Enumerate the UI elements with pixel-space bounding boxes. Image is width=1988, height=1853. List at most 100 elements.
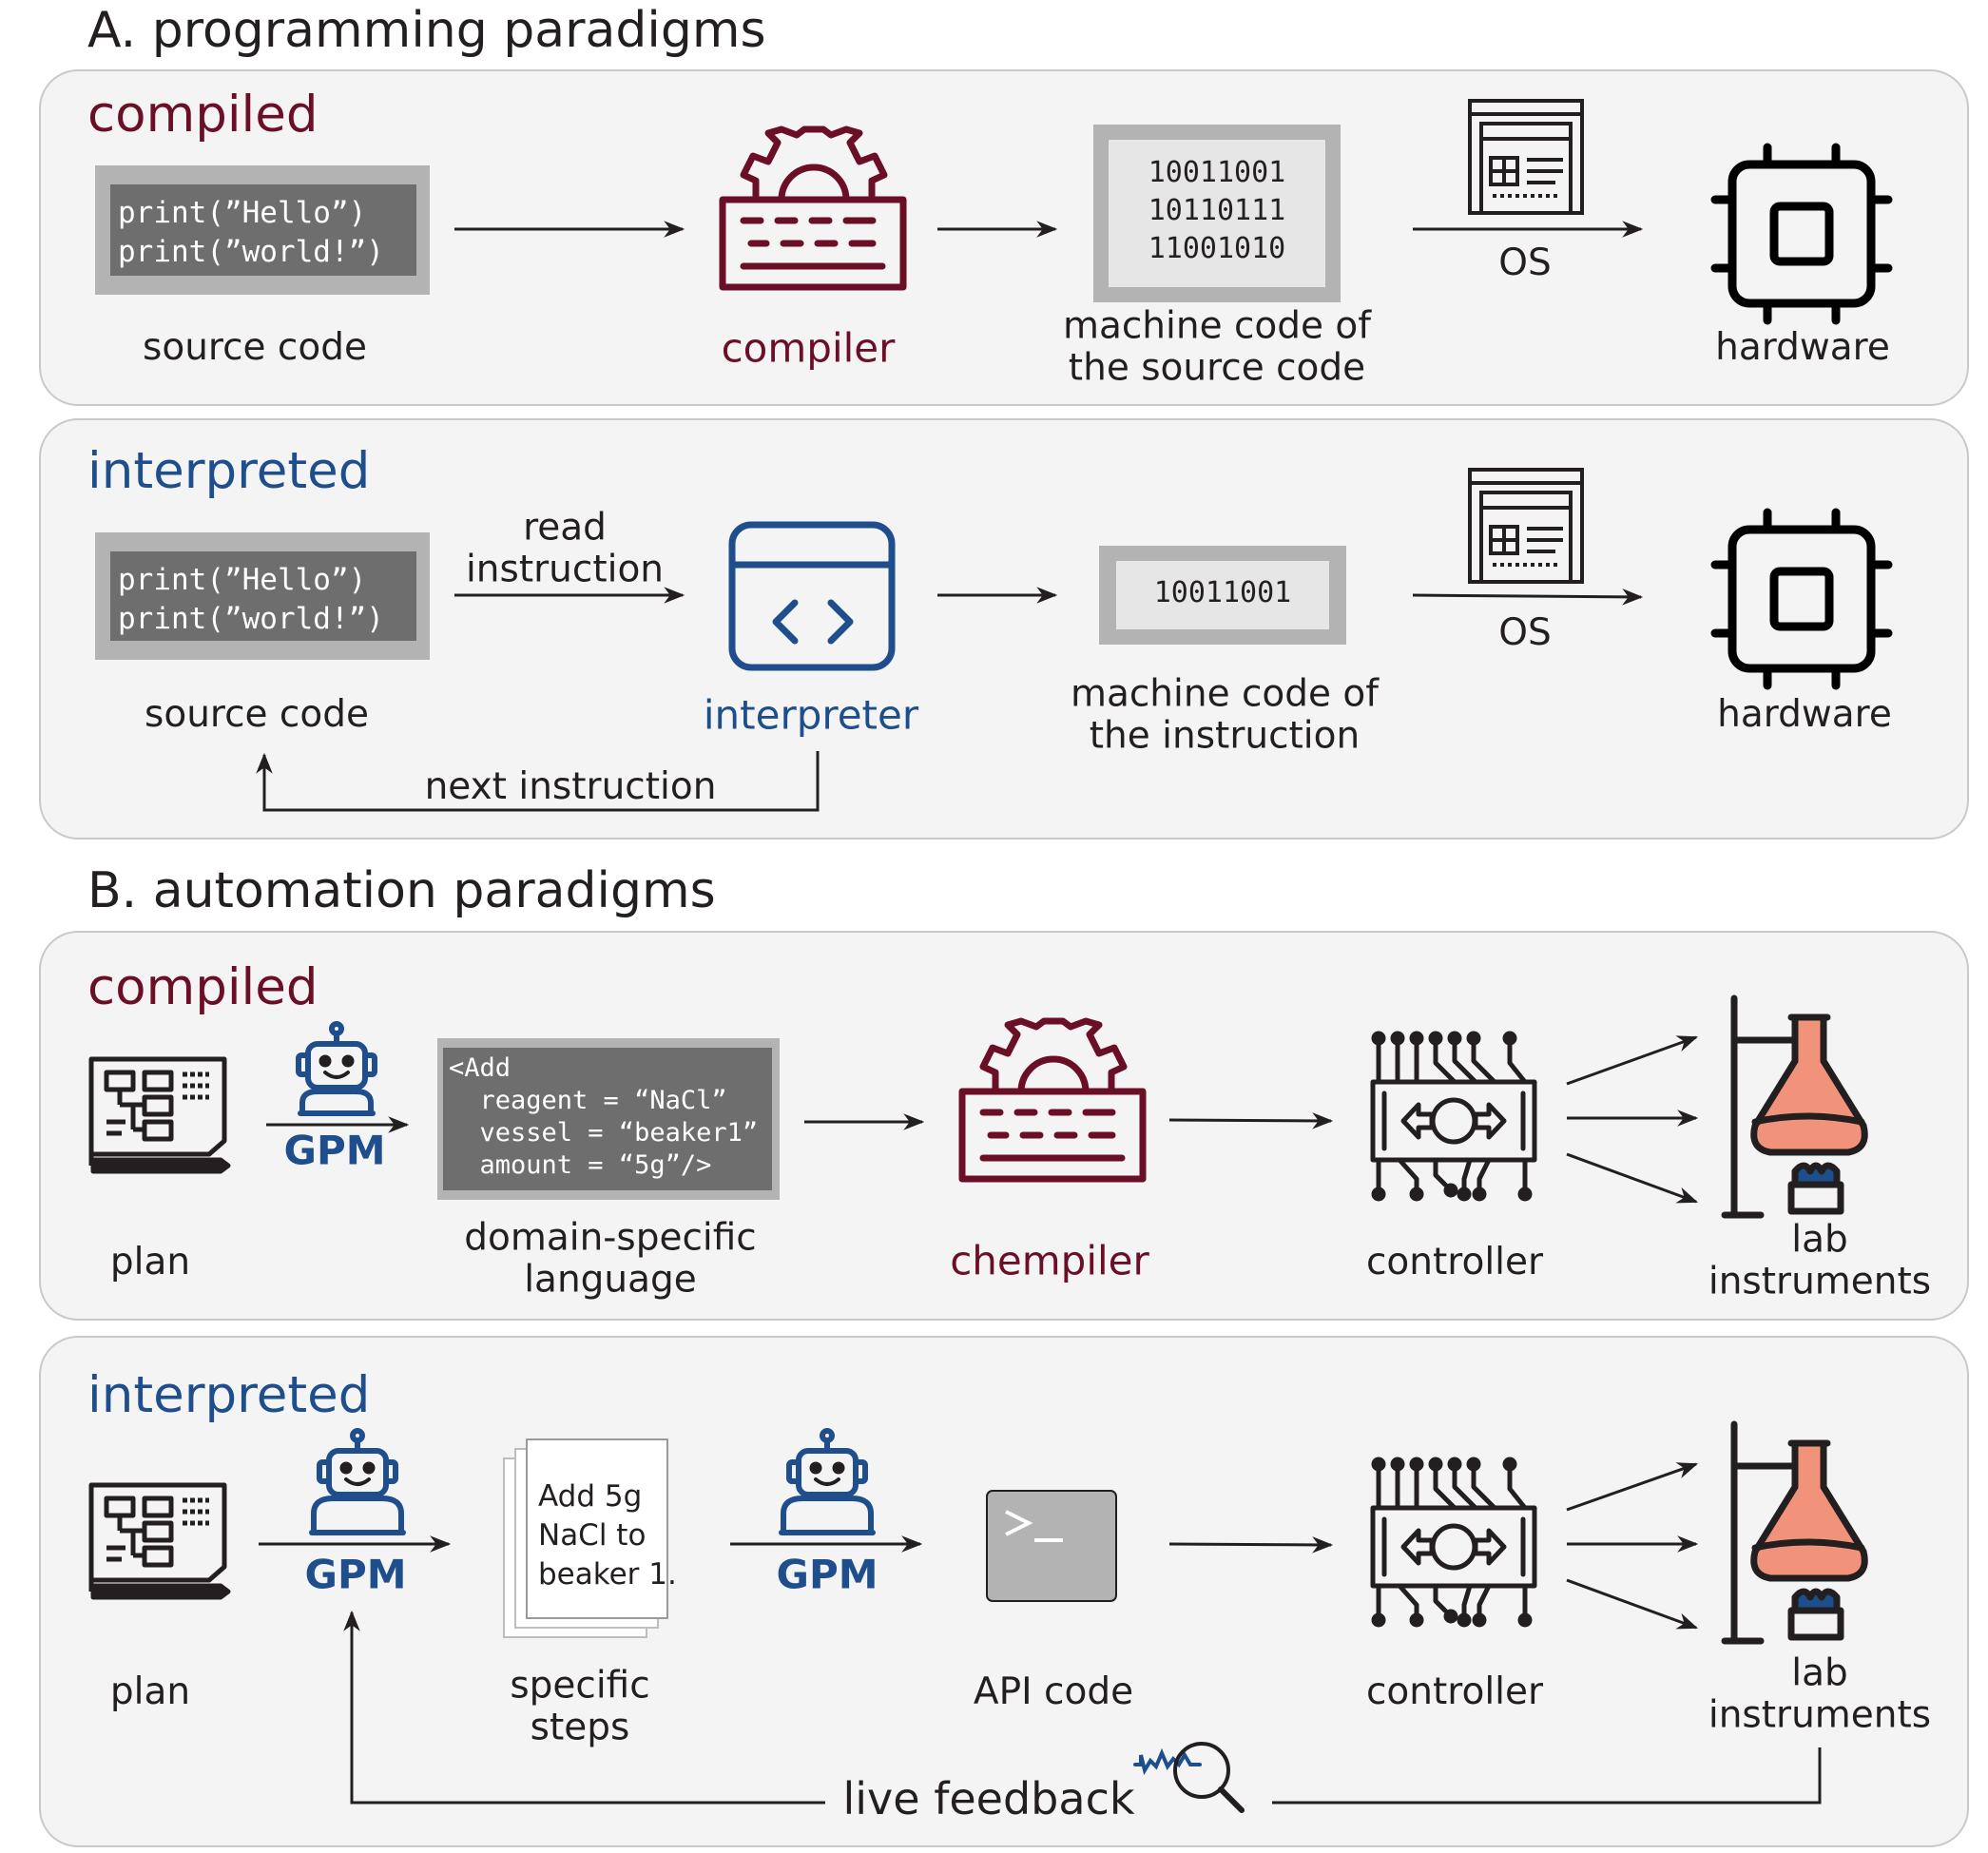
- hardware-chip-icon-2: [1710, 508, 1893, 690]
- machine-code-screen-2: [1116, 561, 1329, 629]
- section-b-title: B. automation paradigms: [87, 862, 716, 919]
- machine-label-line: the instruction: [1089, 714, 1361, 757]
- magnifier-chart-icon: [1133, 1742, 1245, 1813]
- compiler-icon: [719, 125, 907, 291]
- arrow-next-instruction: [256, 751, 820, 812]
- b-compiled-dsl-code: <Add reagent = “NaCl” vessel = “beaker1”…: [449, 1052, 758, 1182]
- steps-label-line: steps: [530, 1706, 630, 1748]
- a-interpreted-binary: 10011001: [1153, 576, 1292, 609]
- dsl-label-line: domain-specific: [464, 1216, 757, 1260]
- lab-label-line: lab: [1791, 1218, 1848, 1262]
- dsl-line: reagent = “NaCl”: [449, 1086, 727, 1115]
- section-a-title: A. programming paradigms: [87, 2, 766, 59]
- a-interpreted-source-label: source code: [145, 693, 369, 737]
- interpreter-icon: [728, 521, 896, 671]
- source-code-screen: [110, 184, 416, 276]
- steps-line: NaCl to: [538, 1518, 647, 1553]
- dsl-label-line: language: [524, 1258, 697, 1301]
- binary-line: 10011001: [1148, 156, 1286, 189]
- b-chempiler-label: chempiler: [950, 1237, 1149, 1284]
- b-interpreted-gpm-label-1: GPM: [304, 1551, 407, 1598]
- b-specific-steps-text: Add 5g NaCl to beaker 1.: [538, 1477, 677, 1594]
- a-compiled-title: compiled: [87, 86, 318, 144]
- a-compiled-hardware-label: hardware: [1715, 326, 1890, 370]
- steps-label-line: specific: [510, 1664, 650, 1708]
- robot-icon: [296, 1021, 377, 1116]
- a-compiled-os-label: OS: [1498, 241, 1552, 285]
- specific-steps-paper: [503, 1438, 668, 1638]
- machine-label-line: machine code of: [1070, 672, 1380, 716]
- arrow-chempiler-to-controller: [1168, 1112, 1334, 1129]
- b-compiled-plan-label: plan: [109, 1241, 191, 1284]
- arrow-live-feedback-left: [343, 1610, 825, 1805]
- plan-icon-2: [88, 1482, 231, 1600]
- dsl-line: <Add: [449, 1053, 511, 1083]
- b-interpreted-title: interpreted: [87, 1366, 371, 1424]
- machine-label-line: machine code of: [1062, 304, 1372, 348]
- code-line: print(”Hello”): [118, 563, 367, 597]
- a-compiled-code: print(”Hello”) print(”world!”): [118, 194, 384, 272]
- dsl-screen: [443, 1048, 772, 1190]
- lab-label-line: lab: [1791, 1651, 1848, 1695]
- lab-instruments-icon-2: [1721, 1420, 1868, 1645]
- plan-icon: [88, 1056, 231, 1174]
- code-line: print(”world!”): [118, 602, 384, 636]
- steps-line: Add 5g: [538, 1479, 643, 1514]
- os-window-icon: [1468, 99, 1584, 215]
- arrow-controller-to-lab-bottom: [1566, 1152, 1699, 1204]
- machine-code-screen: [1109, 140, 1325, 287]
- terminal-icon: [986, 1490, 1117, 1602]
- binary-line: 10110111: [1148, 194, 1286, 227]
- arrow-machine-to-hardware-2: [1412, 589, 1644, 606]
- binary-line: 11001010: [1148, 232, 1286, 265]
- controller-icon-2: [1370, 1457, 1537, 1628]
- b-interpreted-controller-label: controller: [1365, 1670, 1544, 1714]
- hardware-chip-icon: [1710, 143, 1893, 325]
- steps-line: beaker 1.: [538, 1557, 677, 1592]
- chempiler-icon: [958, 1017, 1147, 1183]
- arrow-controller-to-lab-top: [1566, 1035, 1699, 1086]
- a-compiled-source-label: source code: [143, 326, 367, 370]
- arrow-controller-to-lab-bottom-2: [1566, 1578, 1699, 1630]
- a-next-instruction-label: next instruction: [424, 765, 717, 809]
- b-live-feedback-label: live feedback: [837, 1773, 1141, 1824]
- a-interpreted-hardware-label: hardware: [1717, 693, 1892, 737]
- panel-b-compiled: [39, 931, 1969, 1321]
- dsl-line: vessel = “beaker1”: [449, 1118, 759, 1148]
- a-interpreted-os-label: OS: [1498, 611, 1552, 655]
- b-compiled-title: compiled: [87, 958, 318, 1016]
- source-code-screen-2: [110, 551, 416, 641]
- os-window-icon-2: [1468, 468, 1584, 584]
- robot-icon-2: [309, 1428, 406, 1535]
- lab-instruments-icon: [1721, 994, 1868, 1219]
- b-compiled-controller-label: controller: [1365, 1241, 1544, 1284]
- a-compiled-compiler-label: compiler: [721, 324, 896, 372]
- lab-label-line: instruments: [1708, 1260, 1932, 1303]
- a-interpreted-code: print(”Hello”) print(”world!”): [118, 561, 384, 639]
- arrow-live-feedback-right: [1272, 1747, 1822, 1805]
- code-line: print(”world!”): [118, 235, 384, 269]
- a-compiled-binary: 10011001 10110111 11001010: [1148, 154, 1286, 268]
- b-api-code-label: API code: [973, 1670, 1134, 1714]
- robot-icon-3: [779, 1428, 876, 1535]
- a-interpreter-label: interpreter: [703, 691, 919, 739]
- b-compiled-gpm-label: GPM: [283, 1127, 386, 1174]
- arrow-controller-to-lab-top-2: [1566, 1462, 1699, 1512]
- code-line: print(”Hello”): [118, 196, 367, 230]
- read-label-line: instruction: [465, 548, 665, 590]
- b-interpreted-gpm-label-2: GPM: [776, 1551, 878, 1598]
- lab-label-line: instruments: [1708, 1693, 1932, 1736]
- machine-label-line: the source code: [1068, 346, 1366, 389]
- a-interpreted-title: interpreted: [87, 442, 371, 500]
- b-interpreted-plan-label: plan: [109, 1670, 191, 1714]
- dsl-line: amount = “5g”/>: [449, 1150, 712, 1180]
- arrow-api-to-controller: [1168, 1536, 1334, 1554]
- controller-icon: [1370, 1031, 1537, 1202]
